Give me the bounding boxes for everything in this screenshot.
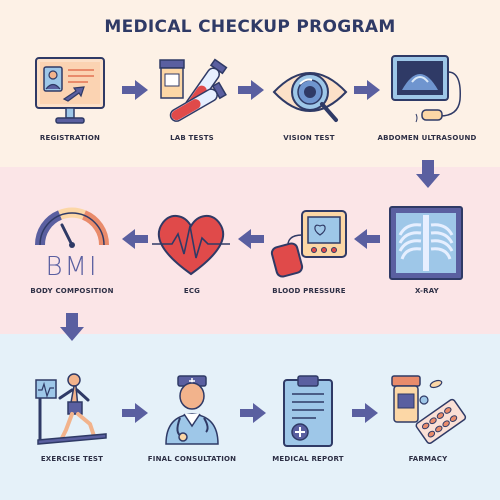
arrow-right-icon	[354, 80, 380, 100]
doctor-icon	[165, 375, 219, 445]
ultrasound-icon	[391, 55, 461, 123]
treadmill-icon	[35, 373, 107, 445]
arrow-right-icon	[122, 80, 148, 100]
heart-ecg-icon	[152, 215, 230, 276]
arrow-down-icon	[60, 313, 84, 341]
step-label-x-ray: X-RAY	[415, 287, 439, 295]
clipboard-report-icon	[283, 375, 333, 447]
pills-icon	[391, 375, 467, 445]
step-label-lab-tests: LAB TESTS	[170, 134, 214, 142]
test-tubes-icon	[159, 58, 228, 122]
xray-chest-icon	[389, 206, 463, 280]
step-label-vision-test: VISION TEST	[283, 134, 335, 142]
step-label-body-composition: BODY COMPOSITION	[30, 287, 114, 295]
eye-icon	[272, 72, 348, 122]
arrow-right-icon	[238, 80, 264, 100]
blood-pressure-monitor-icon	[270, 210, 347, 278]
step-label-medical-report: MEDICAL REPORT	[272, 455, 344, 463]
step-label-abdomen-ultrasound: ABDOMEN ULTRASOUND	[377, 134, 477, 142]
arrow-left-icon	[238, 229, 264, 249]
arrow-left-icon	[122, 229, 148, 249]
step-label-final-consultation: FINAL CONSULTATION	[147, 455, 237, 463]
diagram-title: MEDICAL CHECKUP PROGRAM	[104, 17, 396, 37]
arrow-left-icon	[354, 229, 380, 249]
step-label-registration: REGISTRATION	[39, 134, 101, 142]
step-label-farmacy: FARMACY	[408, 455, 448, 463]
step-label-exercise-test: EXERCISE TEST	[40, 455, 104, 463]
arrow-right-icon	[240, 403, 266, 423]
step-label-ecg: ECG	[183, 287, 201, 295]
arrow-right-icon	[122, 403, 148, 423]
bmi-gauge-icon	[34, 207, 110, 248]
arrow-down-icon	[416, 160, 440, 188]
arrow-right-icon	[352, 403, 378, 423]
step-label-blood-pressure: BLOOD PRESSURE	[272, 287, 346, 295]
bmi-text: BMI	[45, 252, 99, 282]
computer-registration-icon	[35, 57, 105, 124]
